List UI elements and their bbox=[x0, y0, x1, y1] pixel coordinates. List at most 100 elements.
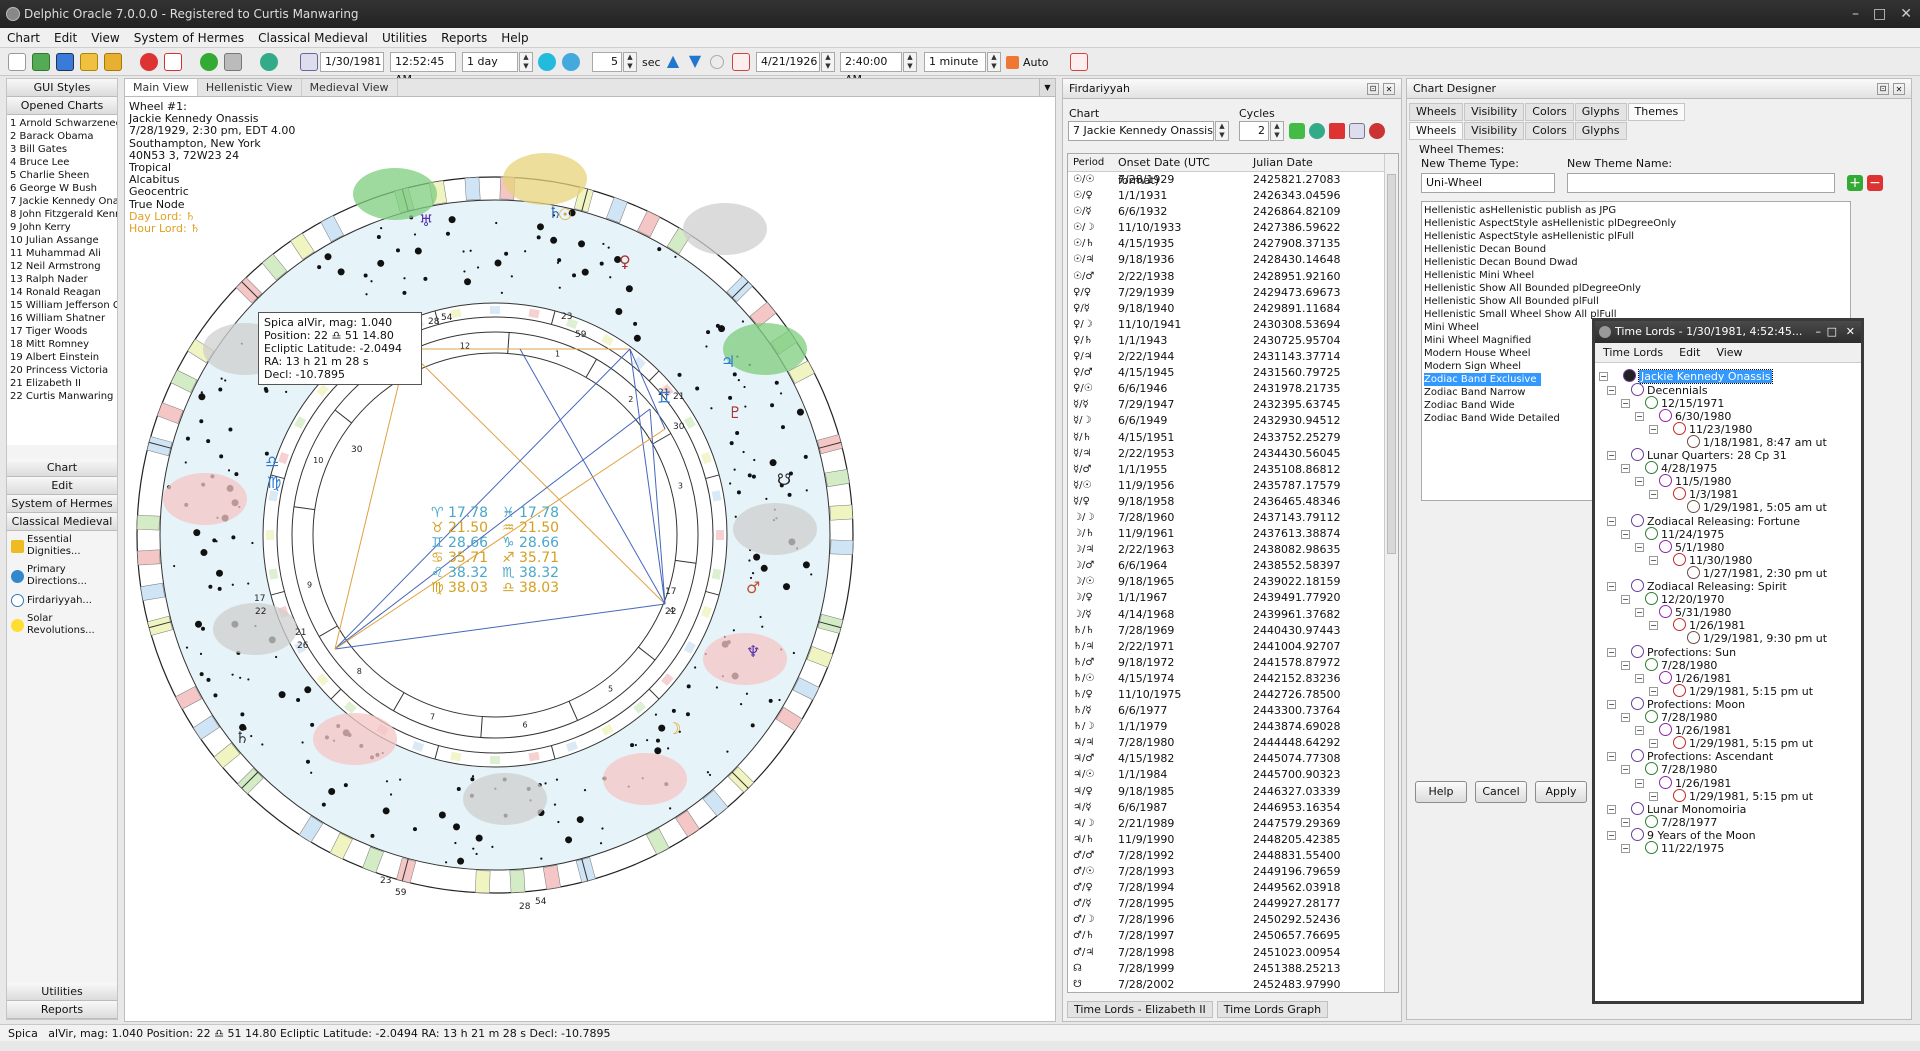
expand-toggle-icon[interactable]: − bbox=[1635, 673, 1644, 683]
cancel-button[interactable]: Cancel bbox=[1475, 781, 1527, 803]
print-icon[interactable] bbox=[1349, 123, 1365, 139]
refresh-icon[interactable] bbox=[1289, 123, 1305, 139]
tree-node[interactable]: −1/26/1981 bbox=[1635, 775, 1731, 791]
chart-wheel-icon[interactable] bbox=[140, 53, 158, 71]
chart-list-item[interactable]: 13 Ralph Nader bbox=[10, 274, 88, 285]
help-button[interactable]: Help bbox=[1415, 781, 1467, 803]
step-spinner-1[interactable]: ▲▼ bbox=[519, 52, 533, 72]
menu-time-lords[interactable]: Time Lords bbox=[1603, 346, 1664, 359]
tree-node[interactable]: −12/20/1970 bbox=[1621, 592, 1724, 607]
chart-list-item[interactable]: 4 Bruce Lee bbox=[10, 157, 70, 168]
tab-dropdown-icon[interactable]: ▼ bbox=[1039, 79, 1055, 96]
expand-toggle-icon[interactable]: − bbox=[1635, 411, 1644, 421]
expand-toggle-icon[interactable]: − bbox=[1607, 647, 1616, 657]
col-julian-date[interactable]: Julian Date bbox=[1253, 156, 1313, 169]
tree-node[interactable]: −Profections: Sun bbox=[1607, 644, 1736, 660]
interval-spinner[interactable]: ▲▼ bbox=[623, 52, 637, 72]
expand-toggle-icon[interactable]: − bbox=[1621, 660, 1630, 670]
close-panel-icon[interactable]: ✕ bbox=[1893, 83, 1905, 95]
chart-select-arrow[interactable]: ▲▼ bbox=[1215, 121, 1229, 141]
expand-toggle-icon[interactable]: − bbox=[1607, 516, 1616, 526]
globe-icon[interactable] bbox=[1309, 123, 1325, 139]
planet-glyph[interactable]: ♍ bbox=[267, 473, 281, 492]
expand-toggle-icon[interactable]: − bbox=[1621, 529, 1630, 539]
tree-node[interactable]: −Profections: Moon bbox=[1607, 696, 1745, 712]
expand-toggle-icon[interactable]: − bbox=[1599, 372, 1608, 381]
step-spinner-2[interactable]: ▲▼ bbox=[987, 52, 1001, 72]
tree-node[interactable]: −Zodiacal Releasing: Spirit bbox=[1607, 579, 1787, 594]
theme-item[interactable]: Hellenistic Decan Bound Dwad bbox=[1424, 257, 1578, 268]
chart-list-item[interactable]: 17 Tiger Woods bbox=[10, 326, 88, 337]
theme-item[interactable]: Modern House Wheel bbox=[1424, 348, 1531, 359]
menu-edit[interactable]: Edit bbox=[1679, 346, 1701, 359]
expand-toggle-icon[interactable]: − bbox=[1635, 542, 1644, 552]
tree-node[interactable]: −1/26/1981 bbox=[1635, 723, 1731, 738]
expand-toggle-icon[interactable]: − bbox=[1635, 778, 1644, 788]
menu-view[interactable]: View bbox=[91, 31, 120, 45]
theme-item[interactable]: Zodiac Band Exclusive bbox=[1424, 373, 1848, 386]
calendar-icon[interactable] bbox=[300, 53, 318, 71]
theme-item[interactable]: Hellenistic AspectStyle asHellenistic pl… bbox=[1424, 231, 1634, 242]
chart-list-item[interactable]: 5 Charlie Sheen bbox=[10, 170, 90, 181]
tree-node[interactable]: −1/3/1981 bbox=[1649, 487, 1738, 502]
tree-node[interactable]: −1/29/1981, 5:15 pm ut bbox=[1649, 736, 1813, 751]
tree-node[interactable]: 1/18/1981, 8:47 am ut bbox=[1687, 434, 1827, 450]
menu-edit[interactable]: Edit bbox=[53, 31, 78, 45]
solar-revolutions-item[interactable]: Solar Revolutions... bbox=[7, 610, 117, 640]
theme-item[interactable]: Hellenistic Show All Bounded plDegreeOnl… bbox=[1424, 283, 1641, 294]
time-spinner-2[interactable]: ▲▼ bbox=[903, 52, 917, 72]
add-theme-icon[interactable]: + bbox=[1847, 175, 1863, 191]
subtab-colors[interactable]: Colors bbox=[1525, 122, 1574, 140]
tab-colors[interactable]: Colors bbox=[1525, 103, 1574, 121]
section-reports[interactable]: Reports bbox=[7, 1001, 117, 1019]
table-scrollbar[interactable] bbox=[1384, 154, 1398, 992]
tree-node[interactable]: −11/23/1980 bbox=[1649, 421, 1752, 437]
tab-time-lords-graph[interactable]: Time Lords Graph bbox=[1216, 1001, 1329, 1018]
menu-reports[interactable]: Reports bbox=[441, 31, 488, 45]
expand-toggle-icon[interactable]: − bbox=[1621, 817, 1630, 827]
close-icon[interactable]: ✕ bbox=[1845, 325, 1855, 338]
expand-toggle-icon[interactable]: − bbox=[1607, 699, 1616, 709]
folder-icon[interactable] bbox=[80, 53, 98, 71]
tree-node[interactable]: −Decennials bbox=[1607, 382, 1708, 398]
tree-node[interactable]: −11/5/1980 bbox=[1635, 474, 1731, 489]
menu-utilities[interactable]: Utilities bbox=[382, 31, 428, 45]
maximize-icon[interactable]: □ bbox=[1826, 325, 1837, 338]
chart-list-item[interactable]: 10 Julian Assange bbox=[10, 235, 99, 246]
menu-classical-medieval[interactable]: Classical Medieval bbox=[258, 31, 368, 45]
expand-toggle-icon[interactable]: − bbox=[1621, 595, 1630, 605]
arrow-up-icon[interactable]: ▲ bbox=[666, 51, 680, 70]
planet-glyph[interactable]: ♅ bbox=[419, 211, 433, 230]
planet-glyph[interactable]: ♎ bbox=[265, 452, 279, 471]
primary-directions-item[interactable]: Primary Directions... bbox=[7, 561, 117, 591]
tree-node[interactable]: −11/22/1975 bbox=[1621, 841, 1724, 856]
gui-styles-header[interactable]: GUI Styles bbox=[7, 79, 117, 97]
chart-list-item[interactable]: 14 Ronald Reagan bbox=[10, 287, 101, 298]
new-icon[interactable] bbox=[8, 53, 26, 71]
pin-icon[interactable]: ⊡ bbox=[1877, 83, 1889, 95]
close-panel-icon[interactable]: ✕ bbox=[1383, 83, 1395, 95]
col-period[interactable]: Period bbox=[1073, 157, 1105, 168]
save-icon[interactable] bbox=[56, 53, 74, 71]
tree-node[interactable]: −9 Years of the Moon bbox=[1607, 827, 1756, 843]
grid-icon[interactable] bbox=[224, 53, 242, 71]
